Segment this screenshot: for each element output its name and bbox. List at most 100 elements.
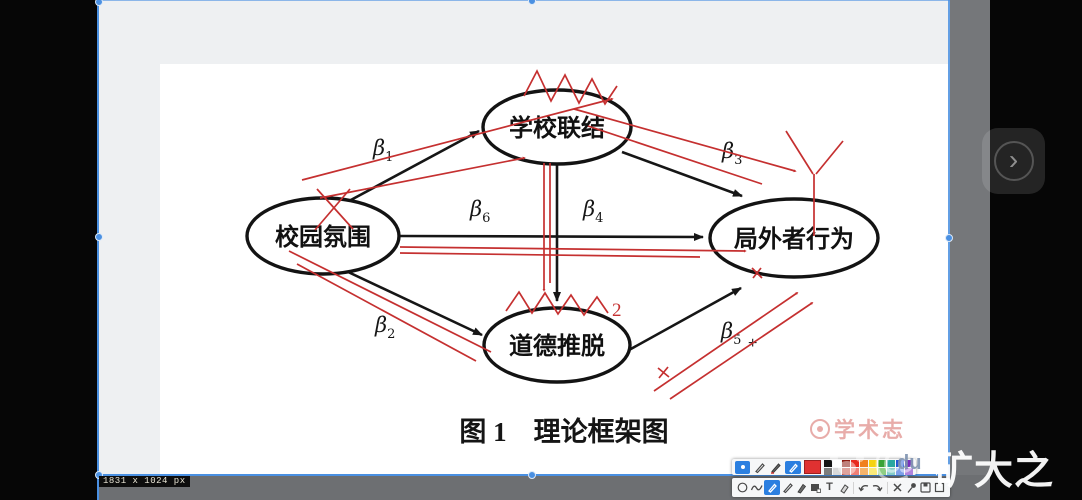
dimmed-area-right: [950, 0, 990, 500]
toolbar-tools-row: T: [732, 478, 950, 497]
palette-color[interactable]: [842, 467, 850, 475]
toolbar-separator: [887, 481, 888, 494]
curve-tool-button[interactable]: [750, 481, 763, 494]
close-button[interactable]: [891, 481, 904, 494]
stroke-size-dot-icon: [740, 465, 745, 469]
diagram-nodes: 校园氛围 学校联结 道德推脱 局外者行为: [245, 88, 880, 384]
save-icon: [920, 482, 931, 493]
journal-logo-icon: [810, 419, 830, 439]
selected-brush-button[interactable]: [785, 460, 801, 474]
current-color-swatch[interactable]: [804, 460, 821, 474]
node-label: 道德推脱: [509, 332, 605, 360]
path-arrows: [345, 129, 743, 352]
node-bystander-behavior: [708, 197, 880, 279]
palette-color[interactable]: [842, 459, 850, 467]
palette-color[interactable]: [869, 459, 877, 467]
red-annotation-two: 2: [612, 300, 622, 321]
edge-label-beta4: β4: [582, 197, 603, 226]
palette-color[interactable]: [878, 467, 886, 475]
selection-handle-bottom-center[interactable]: [528, 471, 536, 479]
edge-label-beta3: β3: [721, 139, 742, 168]
arrow-school-to-bystander: [621, 150, 743, 198]
palette-color[interactable]: [905, 459, 913, 467]
undo-button[interactable]: [857, 481, 870, 494]
color-palette: [824, 459, 913, 475]
close-icon: [893, 483, 902, 492]
rectangle-tool-button[interactable]: [809, 481, 822, 494]
palette-color[interactable]: [833, 459, 841, 467]
journal-watermark-text: 学术志: [834, 418, 906, 442]
brush-icon: [797, 483, 807, 494]
palette-color[interactable]: [905, 467, 913, 475]
palette-color[interactable]: [833, 467, 841, 475]
palette-color[interactable]: [851, 459, 859, 467]
copy-rect-icon: [934, 482, 945, 493]
pencil-tool-button[interactable]: [781, 481, 794, 494]
selection-border-bottom[interactable]: [99, 474, 950, 476]
palette-color[interactable]: [896, 459, 904, 467]
toolbar-separator: [853, 481, 854, 494]
wave-icon: [750, 485, 763, 491]
selection-border-top[interactable]: [99, 0, 950, 1]
filled-rect-icon: [811, 484, 821, 493]
arrow-campus-to-school: [348, 129, 480, 203]
node-label: 学校联结: [509, 114, 605, 142]
journal-watermark: 学术志: [810, 418, 906, 442]
arrow-campus-to-bystander: [399, 232, 704, 241]
theory-framework-diagram: 校园氛围 学校联结 道德推脱 局外者行为 β1 β2 β3 β4 β5 β6 +: [245, 69, 906, 447]
ellipse-tool-button[interactable]: [736, 481, 749, 494]
pencil-icon: [783, 483, 793, 494]
selection-border-left[interactable]: [97, 0, 99, 500]
pin-icon: [907, 483, 916, 493]
selection-size-badge: 1831 x 1024 px: [99, 476, 190, 487]
eraser-tool-button[interactable]: [837, 481, 850, 494]
selection-handle-right-middle[interactable]: [945, 234, 953, 242]
palette-color[interactable]: [887, 467, 895, 475]
marker-tool-button[interactable]: [769, 461, 782, 474]
journal-logo-dot: [817, 426, 823, 432]
palette-color[interactable]: [860, 459, 868, 467]
palette-color[interactable]: [860, 467, 868, 475]
selection-handle-left-middle[interactable]: [95, 233, 103, 241]
next-page-button[interactable]: ›: [982, 128, 1045, 194]
selection-handle-top-left[interactable]: [95, 0, 103, 6]
pen-tool-button[interactable]: [753, 461, 766, 474]
edge-label-beta5: β5: [720, 319, 741, 348]
selected-pencil-tool-button[interactable]: [764, 480, 780, 495]
palette-color[interactable]: [878, 459, 886, 467]
brush-tool-button[interactable]: [795, 481, 808, 494]
red-annotations: 2: [288, 69, 844, 400]
stroke-size-button[interactable]: [735, 460, 750, 474]
text-tool-button[interactable]: T: [823, 481, 836, 494]
save-button[interactable]: [919, 481, 932, 494]
redo-icon: [872, 485, 883, 492]
copy-button[interactable]: [933, 481, 946, 494]
palette-color[interactable]: [896, 467, 904, 475]
palette-color[interactable]: [887, 459, 895, 467]
palette-color[interactable]: [851, 467, 859, 475]
node-label: 局外者行为: [734, 225, 854, 253]
arrow-moral-to-bystander: [628, 286, 742, 352]
redo-button[interactable]: [871, 481, 884, 494]
pen-icon: [755, 462, 765, 473]
arrow-campus-to-moral: [345, 269, 483, 337]
node-moral-disengagement: [482, 306, 632, 384]
marker-icon: [771, 462, 781, 474]
palette-color[interactable]: [824, 467, 832, 475]
pencil-white-icon: [767, 483, 777, 493]
selection-handle-top-center[interactable]: [528, 0, 536, 5]
text-tool-label: T: [826, 481, 833, 493]
brush-white-icon: [788, 463, 798, 473]
toolbar-style-row: [732, 459, 916, 475]
palette-color[interactable]: [824, 459, 832, 467]
ellipse-icon: [737, 482, 748, 493]
chevron-right-icon: ›: [993, 141, 1034, 181]
palette-color[interactable]: [869, 467, 877, 475]
undo-icon: [858, 485, 869, 492]
pin-button[interactable]: [905, 481, 918, 494]
edge-label-beta2: β2: [374, 313, 395, 342]
node-label: 校园氛围: [275, 223, 371, 251]
eraser-icon: [840, 484, 849, 494]
figure-caption: 图 1 理论框架图: [459, 417, 668, 447]
